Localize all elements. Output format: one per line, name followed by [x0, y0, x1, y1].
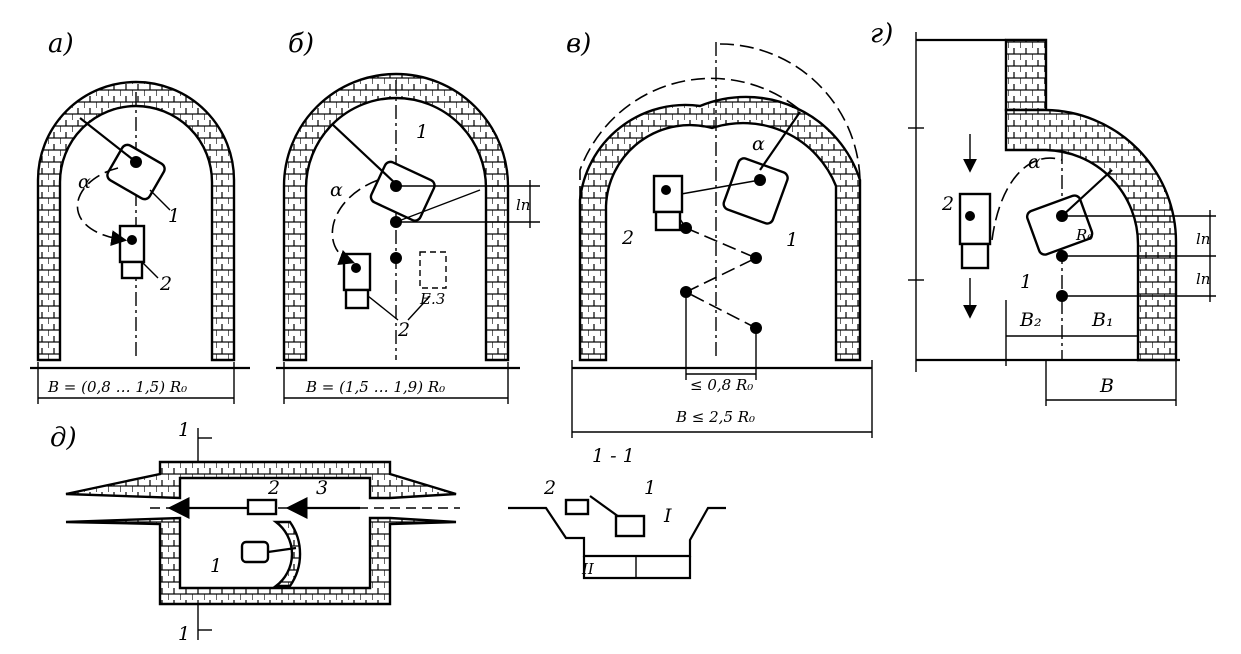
zone-I: I	[663, 505, 672, 527]
section-mark-top: 1	[178, 419, 190, 441]
section-title: 1 - 1	[592, 445, 635, 467]
mark-1-g: 1	[1020, 271, 1032, 293]
loader-2-g	[958, 192, 992, 270]
loader-2-a	[118, 224, 146, 280]
arch-lining-g	[1004, 108, 1178, 362]
dim-ln-g1: lп	[1196, 230, 1210, 248]
mark-2-a: 2	[159, 273, 172, 295]
dim-ln-g2: lп	[1196, 270, 1210, 288]
mark-1-a: 1	[168, 205, 180, 227]
alpha-b: α	[330, 179, 343, 201]
dim-b1-g: B₁	[1091, 309, 1114, 331]
dim-b2-g: B₂	[1019, 309, 1042, 331]
mark-2-g: 2	[941, 193, 954, 215]
loader-2-v	[652, 174, 684, 232]
tunnel-lower-wall	[65, 516, 457, 606]
mark-1-section: 1	[644, 477, 656, 499]
loader-2-d	[246, 498, 278, 516]
r0-g: R₀	[1075, 226, 1093, 244]
loader-2-section	[564, 498, 590, 516]
label-g: г)	[870, 19, 893, 49]
mark-3-d: 3	[316, 477, 328, 499]
dim-width-v: B ≤ 2,5 R₀	[675, 408, 755, 426]
wall-g	[1004, 38, 1048, 112]
panel-b: б) lп Е.З α 1 2 B = (1,5 … 1,9	[276, 29, 540, 404]
mark-2-v: 2	[621, 227, 634, 249]
mark-2-section: 2	[543, 477, 556, 499]
tunnel-upper-wall	[65, 460, 457, 500]
label-v: в)	[566, 29, 591, 59]
dim-width-a: B = (0,8 … 1,5) R₀	[47, 378, 187, 396]
dim-b-g: B	[1099, 375, 1114, 397]
panel-g: г) lп lп α R₀ 2 1	[870, 19, 1216, 406]
label-d: д)	[50, 423, 77, 453]
mark-1-b: 1	[416, 121, 428, 143]
section-mark-bottom: 1	[178, 623, 190, 645]
alpha-a: α	[78, 171, 91, 193]
arch-lining-v	[578, 95, 862, 362]
label-b: б)	[288, 29, 314, 59]
drill-machine-1-b	[331, 123, 436, 264]
arch-lining-a	[36, 80, 236, 362]
panel-v: в) α 1 2 ≤ 0,8 R₀	[566, 29, 873, 438]
mark-es-b: Е.З	[419, 290, 445, 308]
drill-1-section	[589, 495, 646, 538]
alpha-v: α	[752, 133, 765, 155]
section-1-1: 1 - 1 2 1 I II	[508, 445, 726, 580]
label-a: а)	[48, 29, 74, 59]
drill-machine-1-g	[1025, 169, 1113, 302]
mark-2-b: 2	[397, 319, 410, 341]
dim-ln-b: lп	[516, 196, 530, 214]
loader-2-b	[342, 252, 372, 310]
panel-d: д) 2 3 1 1 1	[50, 419, 460, 645]
drill-machine-1-v	[680, 111, 801, 334]
mark-2-d: 2	[267, 477, 280, 499]
zone-II: II	[581, 560, 595, 578]
mark-1-d: 1	[210, 555, 222, 577]
mark-1-v: 1	[786, 229, 798, 251]
dim-step-v: ≤ 0,8 R₀	[690, 376, 753, 394]
drill-machine-1-a	[79, 117, 166, 201]
panel-a: а) α 1 2 B = (0,8 … 1,5) R₀	[30, 29, 250, 404]
dim-width-b: B = (1,5 … 1,9) R₀	[305, 378, 445, 396]
alpha-g: α	[1028, 151, 1041, 173]
drill-1-d	[240, 520, 302, 588]
